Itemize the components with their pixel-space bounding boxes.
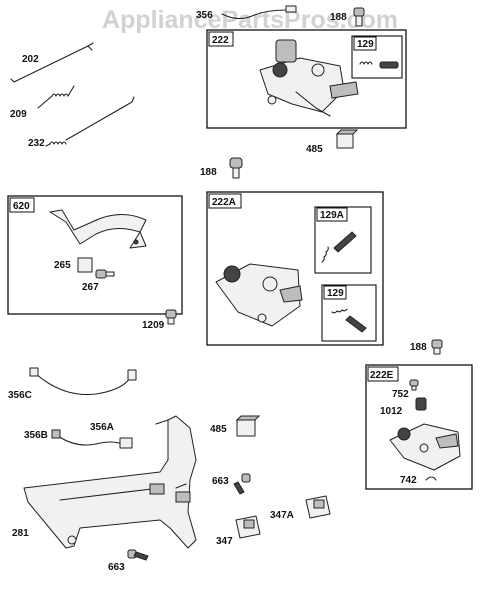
label-group-129-mid: 129 [327, 288, 344, 299]
part-188-screw-right[interactable] [431, 339, 443, 355]
label-1012: 1012 [380, 406, 403, 417]
label-group-129A: 129A [320, 210, 344, 221]
part-347-switch[interactable] [235, 515, 261, 539]
group-box-222A [206, 191, 384, 346]
group-tag-129-mid [323, 285, 347, 300]
label-485-top: 485 [306, 144, 323, 155]
group-box-222 [206, 29, 407, 129]
part-356B-wire[interactable] [51, 429, 133, 449]
group-tag-129A [316, 207, 348, 222]
label-1209: 1209 [142, 320, 165, 331]
label-267: 267 [82, 282, 99, 293]
part-129A-spring-screw[interactable] [321, 231, 357, 263]
part-202-rod[interactable] [10, 42, 94, 83]
label-188-mid: 188 [200, 167, 217, 178]
label-485-mid: 485 [210, 424, 227, 435]
label-742: 742 [400, 475, 417, 486]
part-129-spring-screw-mid[interactable] [331, 308, 367, 333]
label-group-222E: 222E [370, 370, 394, 381]
group-tag-222E [367, 366, 399, 382]
part-281-control-bracket[interactable] [23, 415, 197, 549]
label-group-620: 620 [13, 201, 30, 212]
part-222A-control-assembly[interactable] [215, 263, 303, 327]
group-box-129A [314, 206, 372, 274]
part-232-spring-rod[interactable] [45, 96, 135, 147]
part-222-control-assembly[interactable] [259, 39, 359, 117]
part-356C-wire[interactable] [29, 367, 137, 396]
label-347A: 347A [270, 510, 294, 521]
group-tag-620 [9, 197, 35, 213]
part-356-wire[interactable] [221, 5, 297, 20]
part-129-spring-screw[interactable] [359, 61, 399, 69]
group-tag-222 [208, 31, 234, 47]
part-485-block-top[interactable] [335, 129, 359, 149]
group-tag-129 [353, 36, 377, 51]
group-box-129-mid [321, 284, 377, 342]
part-620-bracket[interactable] [49, 209, 147, 249]
label-188-right: 188 [410, 342, 427, 353]
part-222E-control-assembly[interactable] [389, 423, 461, 471]
label-232: 232 [28, 138, 45, 149]
label-347: 347 [216, 536, 233, 547]
label-202: 202 [22, 54, 39, 65]
label-663-bottom: 663 [108, 562, 125, 573]
group-box-620 [7, 195, 183, 315]
label-group-222A: 222A [212, 197, 236, 208]
part-209-spring-rod[interactable] [37, 85, 75, 109]
part-1209-screw[interactable] [165, 309, 177, 325]
part-267-screw[interactable] [95, 269, 115, 279]
part-663-screw-mid[interactable] [233, 473, 251, 495]
part-752-screw[interactable] [409, 379, 419, 391]
label-group-222: 222 [212, 35, 229, 46]
label-356-top: 356 [196, 10, 213, 21]
label-209: 209 [10, 109, 27, 120]
group-box-129 [351, 35, 403, 79]
label-281: 281 [12, 528, 29, 539]
part-1012-fitting[interactable] [415, 397, 427, 411]
part-188-screw-mid[interactable] [229, 157, 243, 179]
label-group-129-top: 129 [357, 39, 374, 50]
part-188-screw-top[interactable] [353, 7, 365, 27]
part-663-screw-bottom[interactable] [127, 549, 149, 561]
label-356A: 356A [90, 422, 114, 433]
label-752: 752 [392, 389, 409, 400]
label-663-mid: 663 [212, 476, 229, 487]
label-356C: 356C [8, 390, 32, 401]
label-356B: 356B [24, 430, 48, 441]
label-188-top: 188 [330, 12, 347, 23]
group-tag-222A [208, 193, 242, 209]
group-box-222E [365, 364, 473, 490]
label-265: 265 [54, 260, 71, 271]
part-742-clip[interactable] [425, 476, 437, 481]
part-485-block-mid[interactable] [235, 415, 261, 437]
part-347A-switch[interactable] [305, 495, 331, 519]
part-265-clip[interactable] [77, 257, 93, 273]
watermark-text: AppliancePartsPros.com [102, 6, 398, 34]
